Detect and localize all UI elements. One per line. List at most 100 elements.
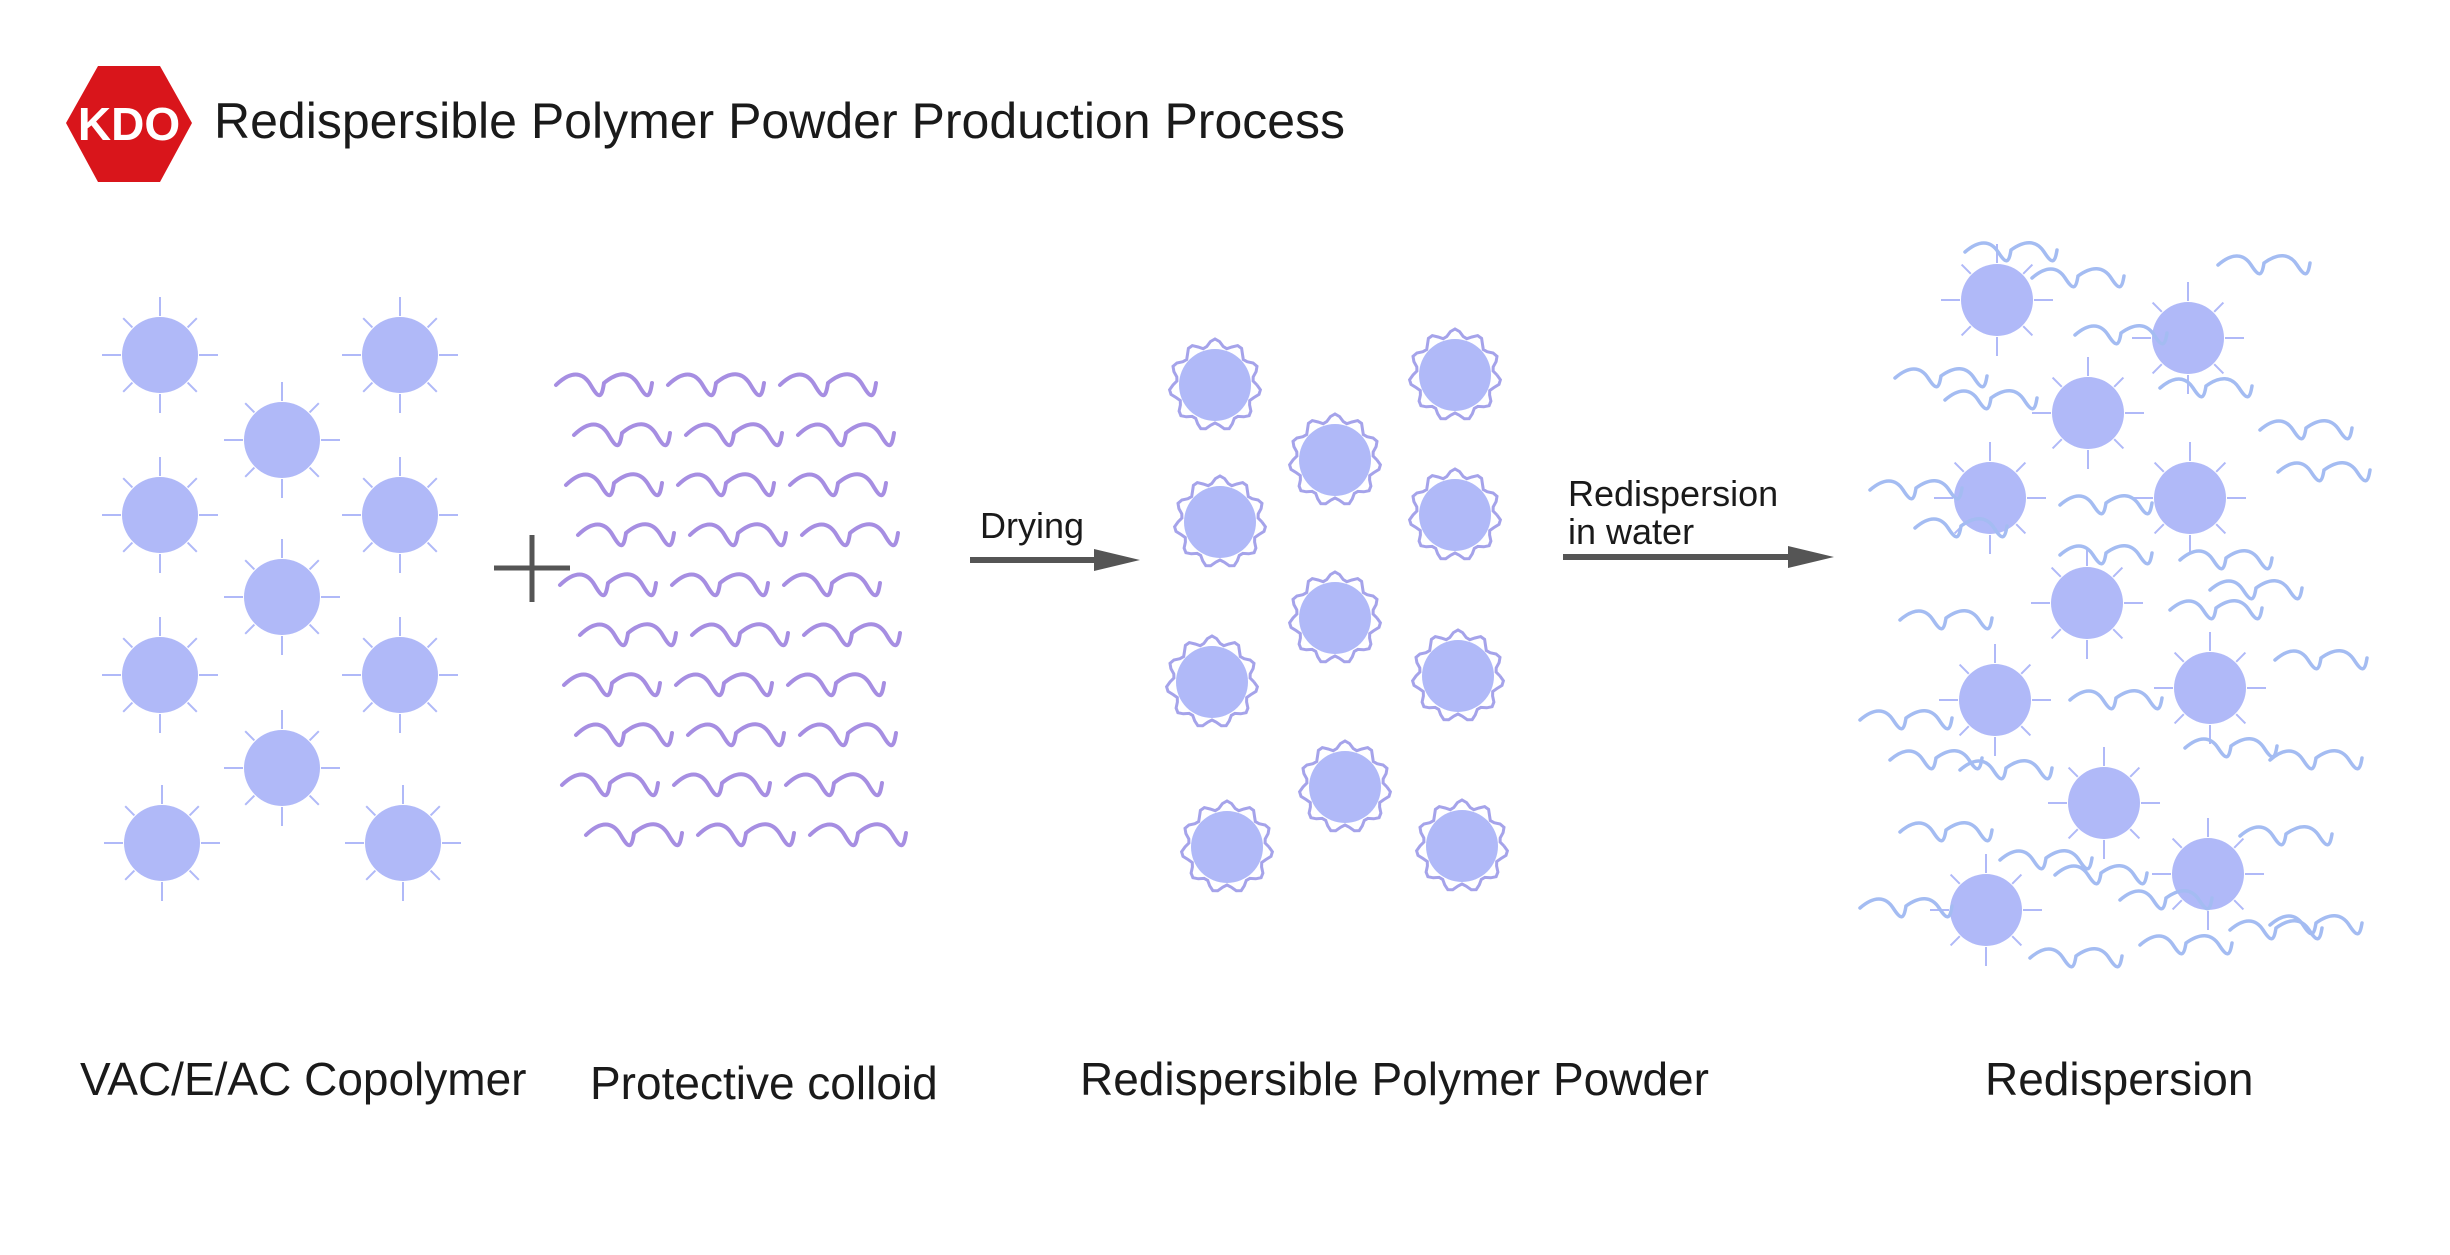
particle-spikes (342, 457, 458, 573)
copolymer-particle (345, 785, 461, 901)
colloid-wave (808, 822, 908, 848)
redispersion-particle (2154, 632, 2266, 744)
copolymer-particle (224, 710, 340, 826)
powder-particle (1179, 799, 1275, 893)
particle-core (2154, 462, 2226, 534)
colloid-wave (690, 622, 790, 648)
particle-spikes (1939, 644, 2051, 756)
particle-core (1950, 874, 2022, 946)
plus-icon (494, 535, 570, 602)
redispersion-wave (2030, 267, 2126, 289)
copolymer-particle (342, 297, 458, 413)
redispersion-particles (1858, 241, 2372, 969)
particle-core (122, 637, 198, 713)
logo: KDO (66, 66, 192, 182)
powder-particle (1407, 467, 1503, 561)
colloid-wave (564, 472, 664, 498)
powder-particle (1164, 634, 1260, 728)
particle-core (244, 730, 320, 806)
particle-spikes (342, 297, 458, 413)
copolymer-particle (224, 539, 340, 655)
redispersion-wave (2118, 889, 2214, 911)
colloid-wave (676, 472, 776, 498)
powder-core (1176, 646, 1248, 718)
redispersion-wave (1868, 479, 1964, 501)
redispersion-wave (2158, 377, 2254, 399)
powder-particle (1287, 412, 1383, 506)
arrow-head (1788, 546, 1834, 568)
particle-core (2174, 652, 2246, 724)
redispersion-wave (1998, 849, 2094, 871)
colloid-wave (578, 622, 678, 648)
redispersion-wave (2208, 579, 2304, 601)
redispersion-wave (1888, 749, 1984, 771)
redispersion-particle (2134, 442, 2246, 554)
redispersion-wave (2073, 324, 2169, 346)
powder-particle (1407, 327, 1503, 421)
redispersion-wave (1858, 897, 1954, 919)
colloid-label: Protective colloid (590, 1057, 938, 1109)
redispersion-wave (2053, 864, 2149, 886)
colloid-wave (666, 372, 766, 398)
particle-spikes (102, 297, 218, 413)
copolymer-particle (224, 382, 340, 498)
powder-core (1419, 339, 1491, 411)
redispersion-particle (2032, 357, 2144, 469)
logo-hexagon-icon (66, 66, 192, 182)
particle-core (122, 317, 198, 393)
colloid-wave (784, 772, 884, 798)
redispersion-wave (1898, 609, 1994, 631)
colloid-wave (688, 522, 788, 548)
particle-spikes (224, 710, 340, 826)
arrow-head (1094, 549, 1140, 571)
powder-core (1299, 582, 1371, 654)
copolymer-particle (342, 457, 458, 573)
redispersion-wave (2276, 461, 2372, 483)
particle-spikes (102, 617, 218, 733)
redispersion-particle (1934, 442, 2046, 554)
particle-spikes (104, 785, 220, 901)
particle-spikes (2031, 547, 2143, 659)
particle-core (1959, 664, 2031, 736)
colloid-wave (786, 672, 886, 698)
powder-core (1299, 424, 1371, 496)
particle-core (365, 805, 441, 881)
redispersion-wave (1858, 709, 1954, 731)
powder-label: Redispersible Polymer Powder (1080, 1053, 1709, 1105)
redispersion-arrow-label-line2: in water (1568, 511, 1695, 552)
colloid-wave (686, 722, 786, 748)
colloid-wave (684, 422, 784, 448)
redispersion-wave (2058, 494, 2154, 516)
powder-particle (1167, 337, 1263, 431)
plus-strokes (494, 535, 570, 602)
colloid-wave (558, 572, 658, 598)
redispersion-particle (2152, 818, 2264, 930)
powder-core (1309, 751, 1381, 823)
particle-spikes (342, 617, 458, 733)
logo-text: KDO (78, 98, 180, 150)
redispersion-wave (2138, 934, 2234, 956)
copolymer-label: VAC/E/AC Copolymer (80, 1053, 527, 1105)
redispersion-particle (1930, 854, 2042, 966)
particle-spikes (224, 382, 340, 498)
copolymer-particles (102, 297, 461, 901)
redispersion-wave (2183, 737, 2279, 759)
redispersion-arrow (1563, 546, 1834, 568)
drying-arrow (970, 549, 1140, 571)
redispersion-wave (1963, 241, 2059, 263)
colloid-wave (670, 572, 770, 598)
particle-spikes (2152, 818, 2264, 930)
redispersion-wave (2273, 649, 2369, 671)
redispersion-wave (1958, 759, 2054, 781)
particle-core (362, 317, 438, 393)
redispersion-wave (2168, 599, 2264, 621)
colloid-wave (574, 722, 674, 748)
powder-core (1422, 640, 1494, 712)
copolymer-particle (104, 785, 220, 901)
redispersion-wave (2228, 919, 2324, 941)
protective-colloid-waves (554, 372, 908, 848)
particle-core (2051, 567, 2123, 639)
colloid-wave (696, 822, 796, 848)
powder-particle (1414, 798, 1510, 892)
powder-particle (1172, 474, 1268, 568)
